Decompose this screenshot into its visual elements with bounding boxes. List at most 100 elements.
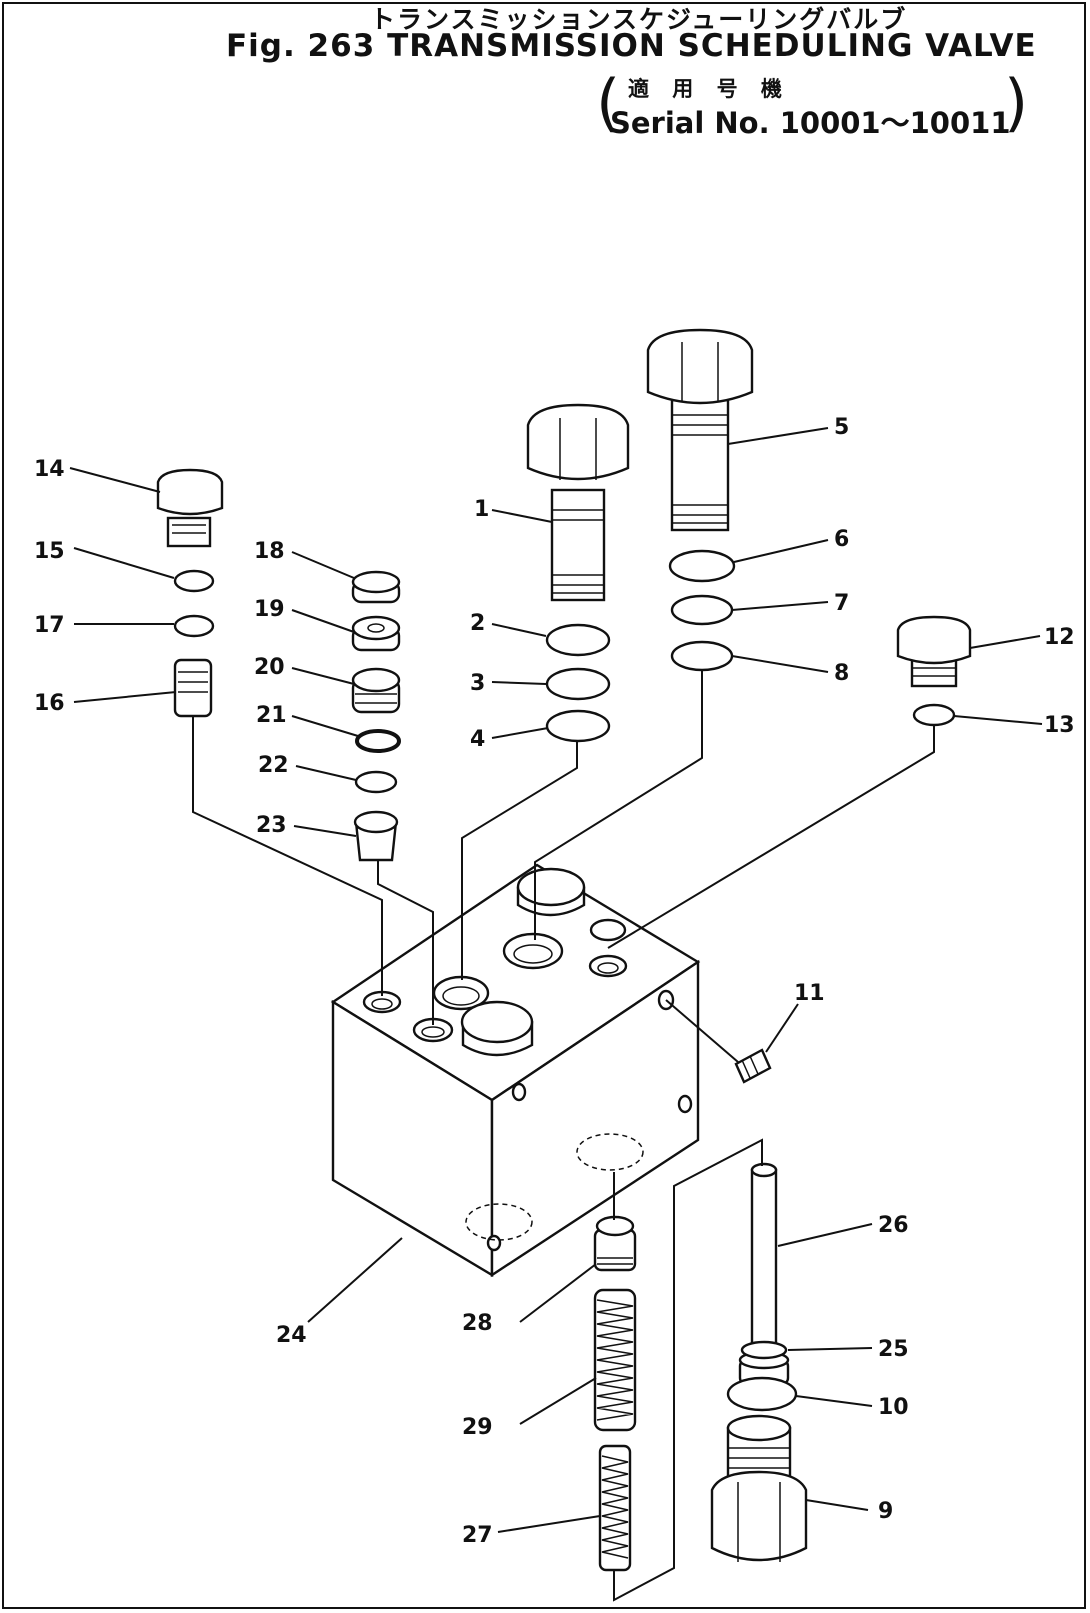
leader-2 [491, 623, 547, 637]
leader-1-to-body [461, 741, 578, 980]
part-26-rod-tip [750, 1162, 778, 1178]
part-1-shank [550, 488, 606, 602]
part-9-plug [710, 1414, 808, 1562]
part-4-o-ring [545, 709, 611, 743]
body-port-5-bore [513, 944, 553, 964]
leader-21 [291, 715, 359, 737]
part-19-seat [351, 615, 401, 652]
part-11-body [734, 1048, 772, 1084]
leader-15 [73, 547, 175, 579]
leader-28 [519, 1263, 597, 1323]
leader-8 [731, 655, 829, 673]
part-13-o-ring [912, 703, 956, 727]
part-26-rod [750, 1168, 778, 1372]
callout-12: 12 [1044, 625, 1075, 650]
part-1-plug [526, 403, 630, 602]
leader-7 [731, 601, 829, 611]
part-2-o-ring [545, 623, 611, 657]
applicability-label: 適 用 号 機 [628, 77, 790, 101]
leader-11-to-body [665, 999, 739, 1063]
part-29-coils [596, 1299, 634, 1421]
part-18-top [351, 570, 401, 594]
part-5-shank [670, 398, 730, 532]
valve-body-side-face [490, 959, 700, 1278]
leader-29 [519, 1377, 597, 1425]
front-hole-lower [486, 1234, 502, 1252]
callout-7: 7 [834, 591, 849, 616]
front-hole [511, 1082, 527, 1102]
callout-28: 28 [462, 1311, 493, 1336]
callout-23: 23 [256, 813, 287, 838]
leader-5 [727, 427, 829, 445]
leader-25 [787, 1347, 873, 1351]
part-12-head [896, 615, 972, 665]
part-25-o-ring [740, 1340, 788, 1360]
callout-18: 18 [254, 539, 285, 564]
callout-22: 22 [258, 753, 289, 778]
leader-20 [291, 667, 355, 685]
leader-23-to-body [377, 860, 434, 1025]
part-12-plug [896, 615, 972, 688]
callout-20: 20 [254, 655, 285, 680]
left-paren-glyph: ( [596, 66, 621, 139]
callout-17: 17 [34, 613, 65, 638]
part-5-plug [646, 328, 754, 532]
part-16-valve [173, 658, 213, 718]
leader-6 [733, 539, 829, 563]
part-5-head [646, 328, 754, 405]
part-28-valve [593, 1215, 637, 1272]
callout-8: 8 [834, 661, 849, 686]
leader-3 [491, 681, 547, 685]
callout-6: 6 [834, 527, 849, 552]
callout-16: 16 [34, 691, 65, 716]
leader-26 [777, 1223, 873, 1247]
callout-2: 2 [470, 611, 485, 636]
part-11-thread-b [749, 1055, 759, 1075]
callout-3: 3 [470, 671, 485, 696]
callout-21: 21 [256, 703, 287, 728]
part-8-o-ring [670, 640, 734, 672]
leader-26-loop [613, 1138, 763, 1602]
side-hole-lower [677, 1094, 693, 1114]
installed-plug-small [589, 918, 627, 942]
part-21-ring [355, 729, 401, 753]
part-15-o-ring [173, 569, 215, 593]
part-9-head [710, 1470, 808, 1562]
part-14-shank [166, 516, 212, 548]
part-3-o-ring [545, 667, 611, 701]
right-paren-glyph: ) [1004, 66, 1029, 139]
part-22-o-ring [354, 770, 398, 794]
part-18-cap [351, 570, 401, 604]
body-port-12-bore [597, 962, 619, 974]
leader-14 [69, 467, 161, 493]
callout-1: 1 [474, 497, 489, 522]
part-11-thread-a [741, 1059, 751, 1079]
callout-11: 11 [794, 981, 825, 1006]
installed-plug-front [460, 1000, 534, 1044]
part-19-bore [367, 623, 385, 633]
leader-9 [805, 1499, 869, 1511]
callout-15: 15 [34, 539, 65, 564]
part-14-head [156, 468, 224, 516]
part-19-top [351, 615, 401, 641]
callout-4: 4 [470, 727, 485, 752]
leader-11 [765, 1003, 799, 1053]
part-1-head [526, 403, 630, 481]
leader-16-to-body [192, 716, 383, 996]
title-japanese: トランスミッションスケジューリングバルブ [370, 5, 908, 34]
leader-10 [795, 1395, 873, 1407]
callout-25: 25 [878, 1337, 909, 1362]
part-27-spring [598, 1444, 632, 1572]
body-port-23-bore [421, 1026, 445, 1038]
part-16-body [173, 658, 213, 718]
part-20-spring-seat [351, 667, 401, 714]
leader-19 [291, 609, 355, 633]
part-17-o-ring [173, 614, 215, 638]
part-7-o-ring [670, 594, 734, 626]
leader-24 [307, 1237, 403, 1323]
leader-23 [293, 825, 357, 837]
hidden-port-bottom [576, 1133, 644, 1171]
callout-5: 5 [834, 415, 849, 440]
part-14-plug [156, 468, 224, 548]
